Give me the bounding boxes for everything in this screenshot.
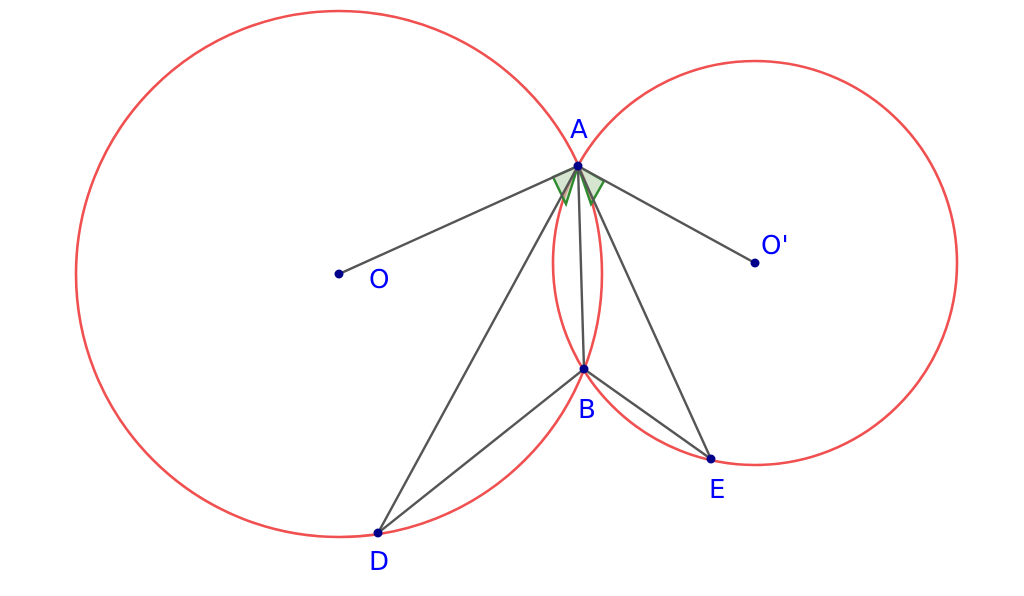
segment-ae (576, 165, 713, 460)
segment-ad (376, 165, 580, 534)
point-o (334, 269, 344, 279)
point-d (373, 528, 383, 538)
label-b: B (578, 395, 596, 425)
point-o-prime (750, 258, 760, 268)
segment-bd (377, 368, 585, 534)
label-o-prime: O' (761, 231, 789, 261)
segment-oa (338, 164, 579, 276)
circle-o-prime (551, 59, 959, 467)
label-d: D (369, 547, 389, 577)
label-e: E (709, 475, 725, 505)
segment-ab (576, 165, 586, 370)
point-a (573, 161, 583, 171)
segment-be (583, 368, 712, 460)
segment-ao2 (577, 164, 756, 265)
label-o: O (369, 265, 389, 295)
label-a: A (570, 115, 588, 145)
circle-o (74, 9, 604, 539)
point-b (579, 364, 589, 374)
point-e (706, 454, 716, 464)
